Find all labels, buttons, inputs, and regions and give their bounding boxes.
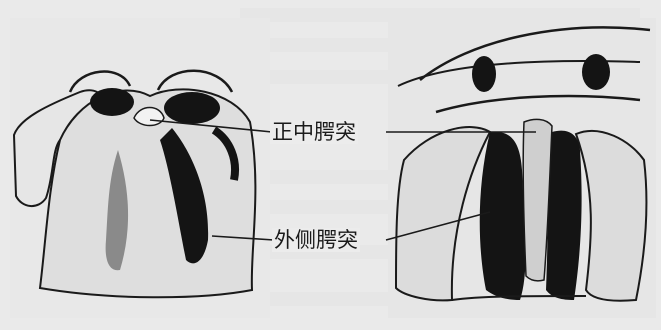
- left-palate-drawing: [10, 18, 270, 318]
- right-nostril-right: [582, 54, 610, 90]
- right-cleft-dark-left: [480, 132, 526, 300]
- label-median-palatal-process: 正中腭突: [270, 120, 358, 144]
- left-nostril-left: [90, 88, 134, 116]
- label-lateral-palatal-process: 外侧腭突: [272, 228, 360, 252]
- left-nostril-right: [164, 92, 220, 124]
- right-palate-drawing: [388, 18, 656, 318]
- right-nostril-left: [472, 56, 496, 92]
